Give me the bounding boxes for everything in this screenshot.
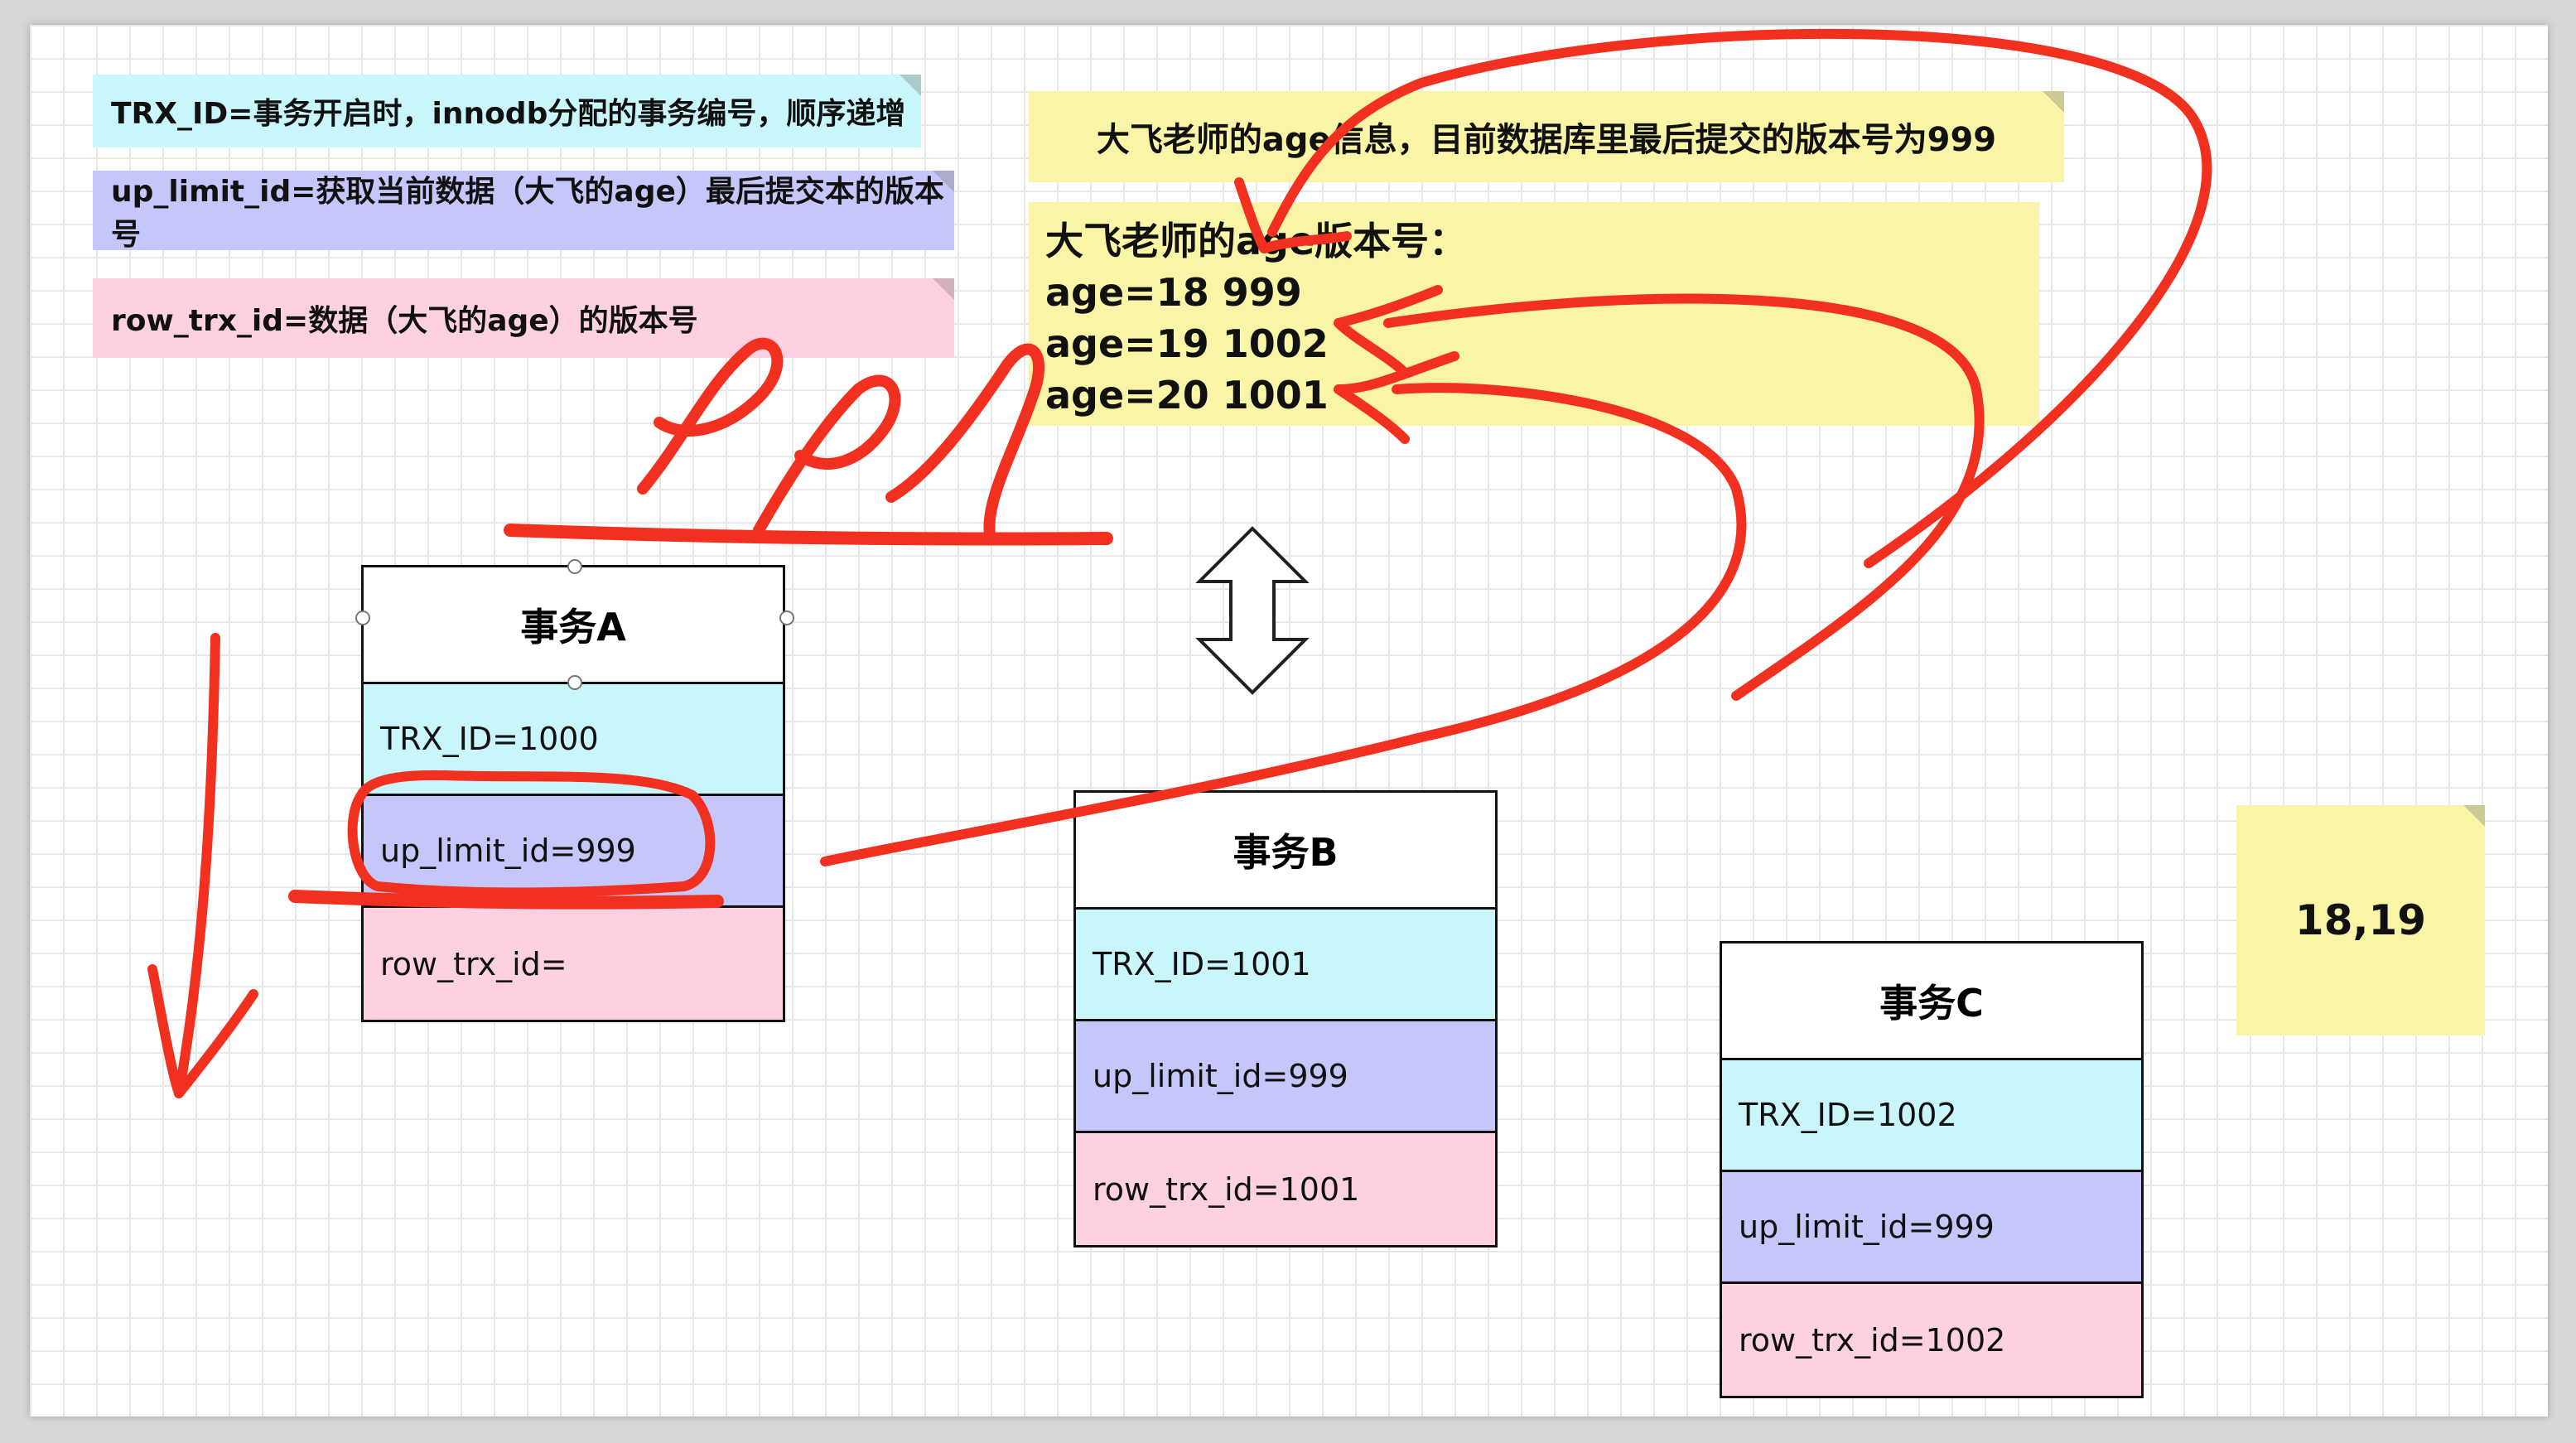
- transaction-c-trx-id: TRX_ID=1002: [1722, 1060, 2141, 1172]
- legend-trx-id-note: TRX_ID=事务开启时，innodb分配的事务编号，顺序递增: [93, 75, 921, 147]
- down-arrow-stroke: [174, 633, 220, 1098]
- legend-trx-id-text: TRX_ID=事务开启时，innodb分配的事务编号，顺序递增: [111, 97, 906, 131]
- age-info-title: 大飞老师的age信息，目前数据库里最后提交的版本号为999: [1096, 121, 1997, 159]
- diagram-canvas: TRX_ID=事务开启时，innodb分配的事务编号，顺序递增 up_limit…: [30, 25, 2548, 1416]
- transaction-b-trx-id: TRX_ID=1001: [1076, 910, 1495, 1021]
- transaction-a-title: 事务A: [364, 567, 783, 684]
- version-line: age=19 1002: [1045, 321, 1329, 366]
- transaction-c-up-limit-id: up_limit_id=999: [1722, 1172, 2141, 1284]
- transaction-b-table: 事务B TRX_ID=1001 up_limit_id=999 row_trx_…: [1073, 790, 1498, 1248]
- transaction-c-row-trx-id: row_trx_id=1002: [1722, 1284, 2141, 1396]
- transaction-b-title: 事务B: [1076, 793, 1495, 910]
- result-note-text: 18,19: [2294, 896, 2427, 944]
- legend-up-limit-id-text: up_limit_id=获取当前数据（大飞的age）最后提交本的版本号: [111, 175, 944, 252]
- selection-handle[interactable]: [567, 559, 582, 574]
- down-arrow-head: [147, 964, 258, 1098]
- transaction-c-table: 事务C TRX_ID=1002 up_limit_id=999 row_trx_…: [1720, 941, 2144, 1398]
- selection-handle[interactable]: [779, 610, 794, 625]
- transaction-a-table: 事务A TRX_ID=1000 up_limit_id=999 row_trx_…: [361, 565, 785, 1022]
- selection-handle[interactable]: [567, 675, 582, 690]
- selection-handle[interactable]: [355, 610, 370, 625]
- transaction-b-row-trx-id: row_trx_id=1001: [1076, 1133, 1495, 1245]
- result-note: 18,19: [2236, 805, 2485, 1035]
- transaction-a-up-limit-id: up_limit_id=999: [364, 796, 783, 908]
- age-versions-note: 大飞老师的age版本号： age=18 999 age=19 1002 age=…: [1029, 202, 2039, 426]
- version-line: age=20 1001: [1045, 373, 1329, 417]
- transaction-c-title: 事务C: [1722, 943, 2141, 1060]
- scribble-underline: [504, 524, 1113, 546]
- age-info-note: 大飞老师的age信息，目前数据库里最后提交的版本号为999: [1029, 91, 2064, 182]
- scribble-stroke: [753, 374, 901, 536]
- double-arrow-icon: [1195, 526, 1310, 695]
- transaction-a-row-trx-id: row_trx_id=: [364, 908, 783, 1020]
- scribble-stroke: [637, 337, 784, 495]
- legend-up-limit-id-note: up_limit_id=获取当前数据（大飞的age）最后提交本的版本号: [93, 171, 954, 252]
- transaction-a-trx-id: TRX_ID=1000: [364, 684, 783, 796]
- legend-row-trx-id-text: row_trx_id=数据（大飞的age）的版本号: [111, 304, 698, 338]
- transaction-b-up-limit-id: up_limit_id=999: [1076, 1021, 1495, 1133]
- scribble-stroke: [885, 343, 1044, 544]
- versions-title: 大飞老师的age版本号：: [1045, 219, 1468, 263]
- version-line: age=18 999: [1045, 270, 1302, 315]
- legend-row-trx-id-note: row_trx_id=数据（大飞的age）的版本号: [93, 278, 954, 358]
